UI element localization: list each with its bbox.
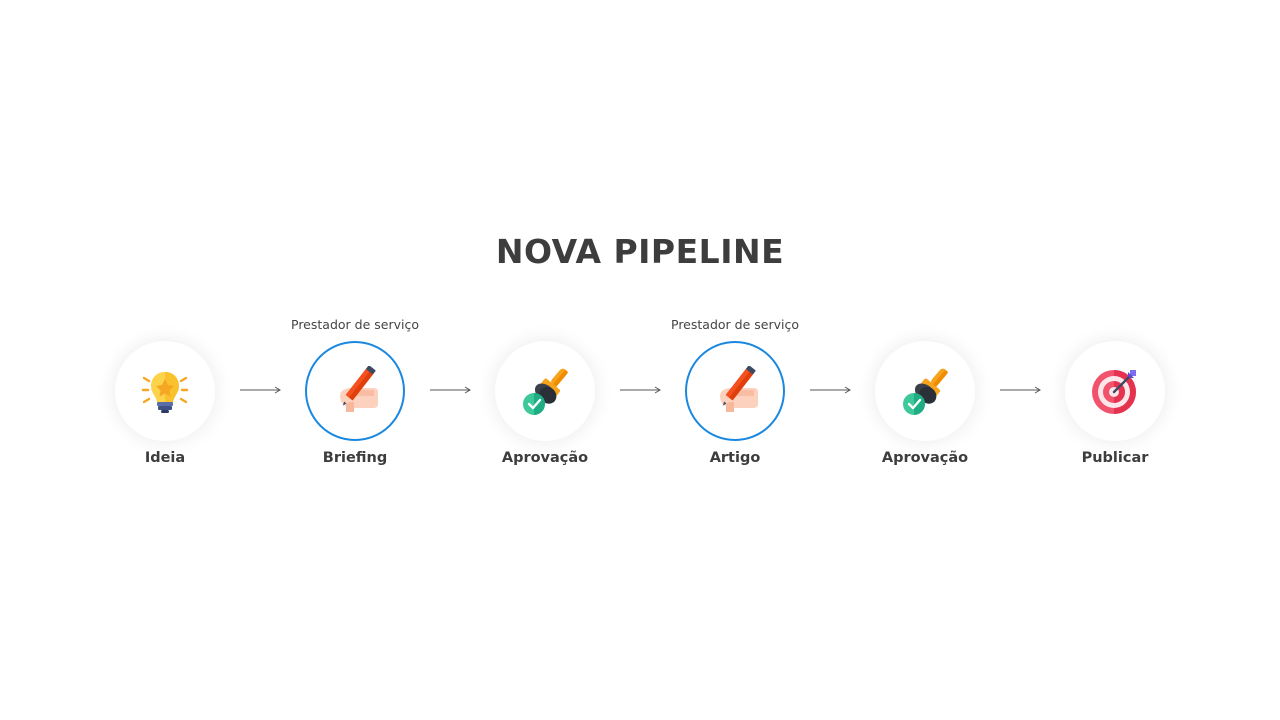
step-label-artigo: Artigo: [709, 450, 761, 466]
step-circle-highlighted: [305, 341, 405, 441]
arrow-right-icon: [1000, 386, 1041, 394]
pencil-hand-icon: [330, 366, 380, 416]
step-label-publicar: Publicar: [1081, 450, 1149, 466]
step-briefing: [305, 341, 405, 441]
target-icon: [1090, 366, 1140, 416]
step-label-ideia: Ideia: [144, 450, 186, 466]
arrow-right-icon: [620, 386, 661, 394]
approval-stamp-icon: [900, 366, 950, 416]
step-circle: [495, 341, 595, 441]
step-label-aprovacao-1: Aprovação: [501, 450, 589, 466]
arrow-right-icon: [430, 386, 471, 394]
step-artigo: [685, 341, 785, 441]
step-ideia: [115, 341, 215, 441]
step-circle-highlighted: [685, 341, 785, 441]
step-aprovacao-2: [875, 341, 975, 441]
approval-stamp-icon: [520, 366, 570, 416]
step-label-briefing: Briefing: [322, 450, 388, 466]
lightbulb-icon: [140, 366, 190, 416]
step-aprovacao-1: [495, 341, 595, 441]
step-publicar: [1065, 341, 1165, 441]
arrow-right-icon: [240, 386, 281, 394]
step-circle: [115, 341, 215, 441]
step-caption-artigo: Prestador de serviço: [671, 317, 799, 332]
arrow-right-icon: [810, 386, 851, 394]
step-circle: [1065, 341, 1165, 441]
step-circle: [875, 341, 975, 441]
pencil-hand-icon: [710, 366, 760, 416]
step-label-aprovacao-2: Aprovação: [881, 450, 969, 466]
step-caption-briefing: Prestador de serviço: [291, 317, 419, 332]
page-title: NOVA PIPELINE: [495, 232, 785, 271]
